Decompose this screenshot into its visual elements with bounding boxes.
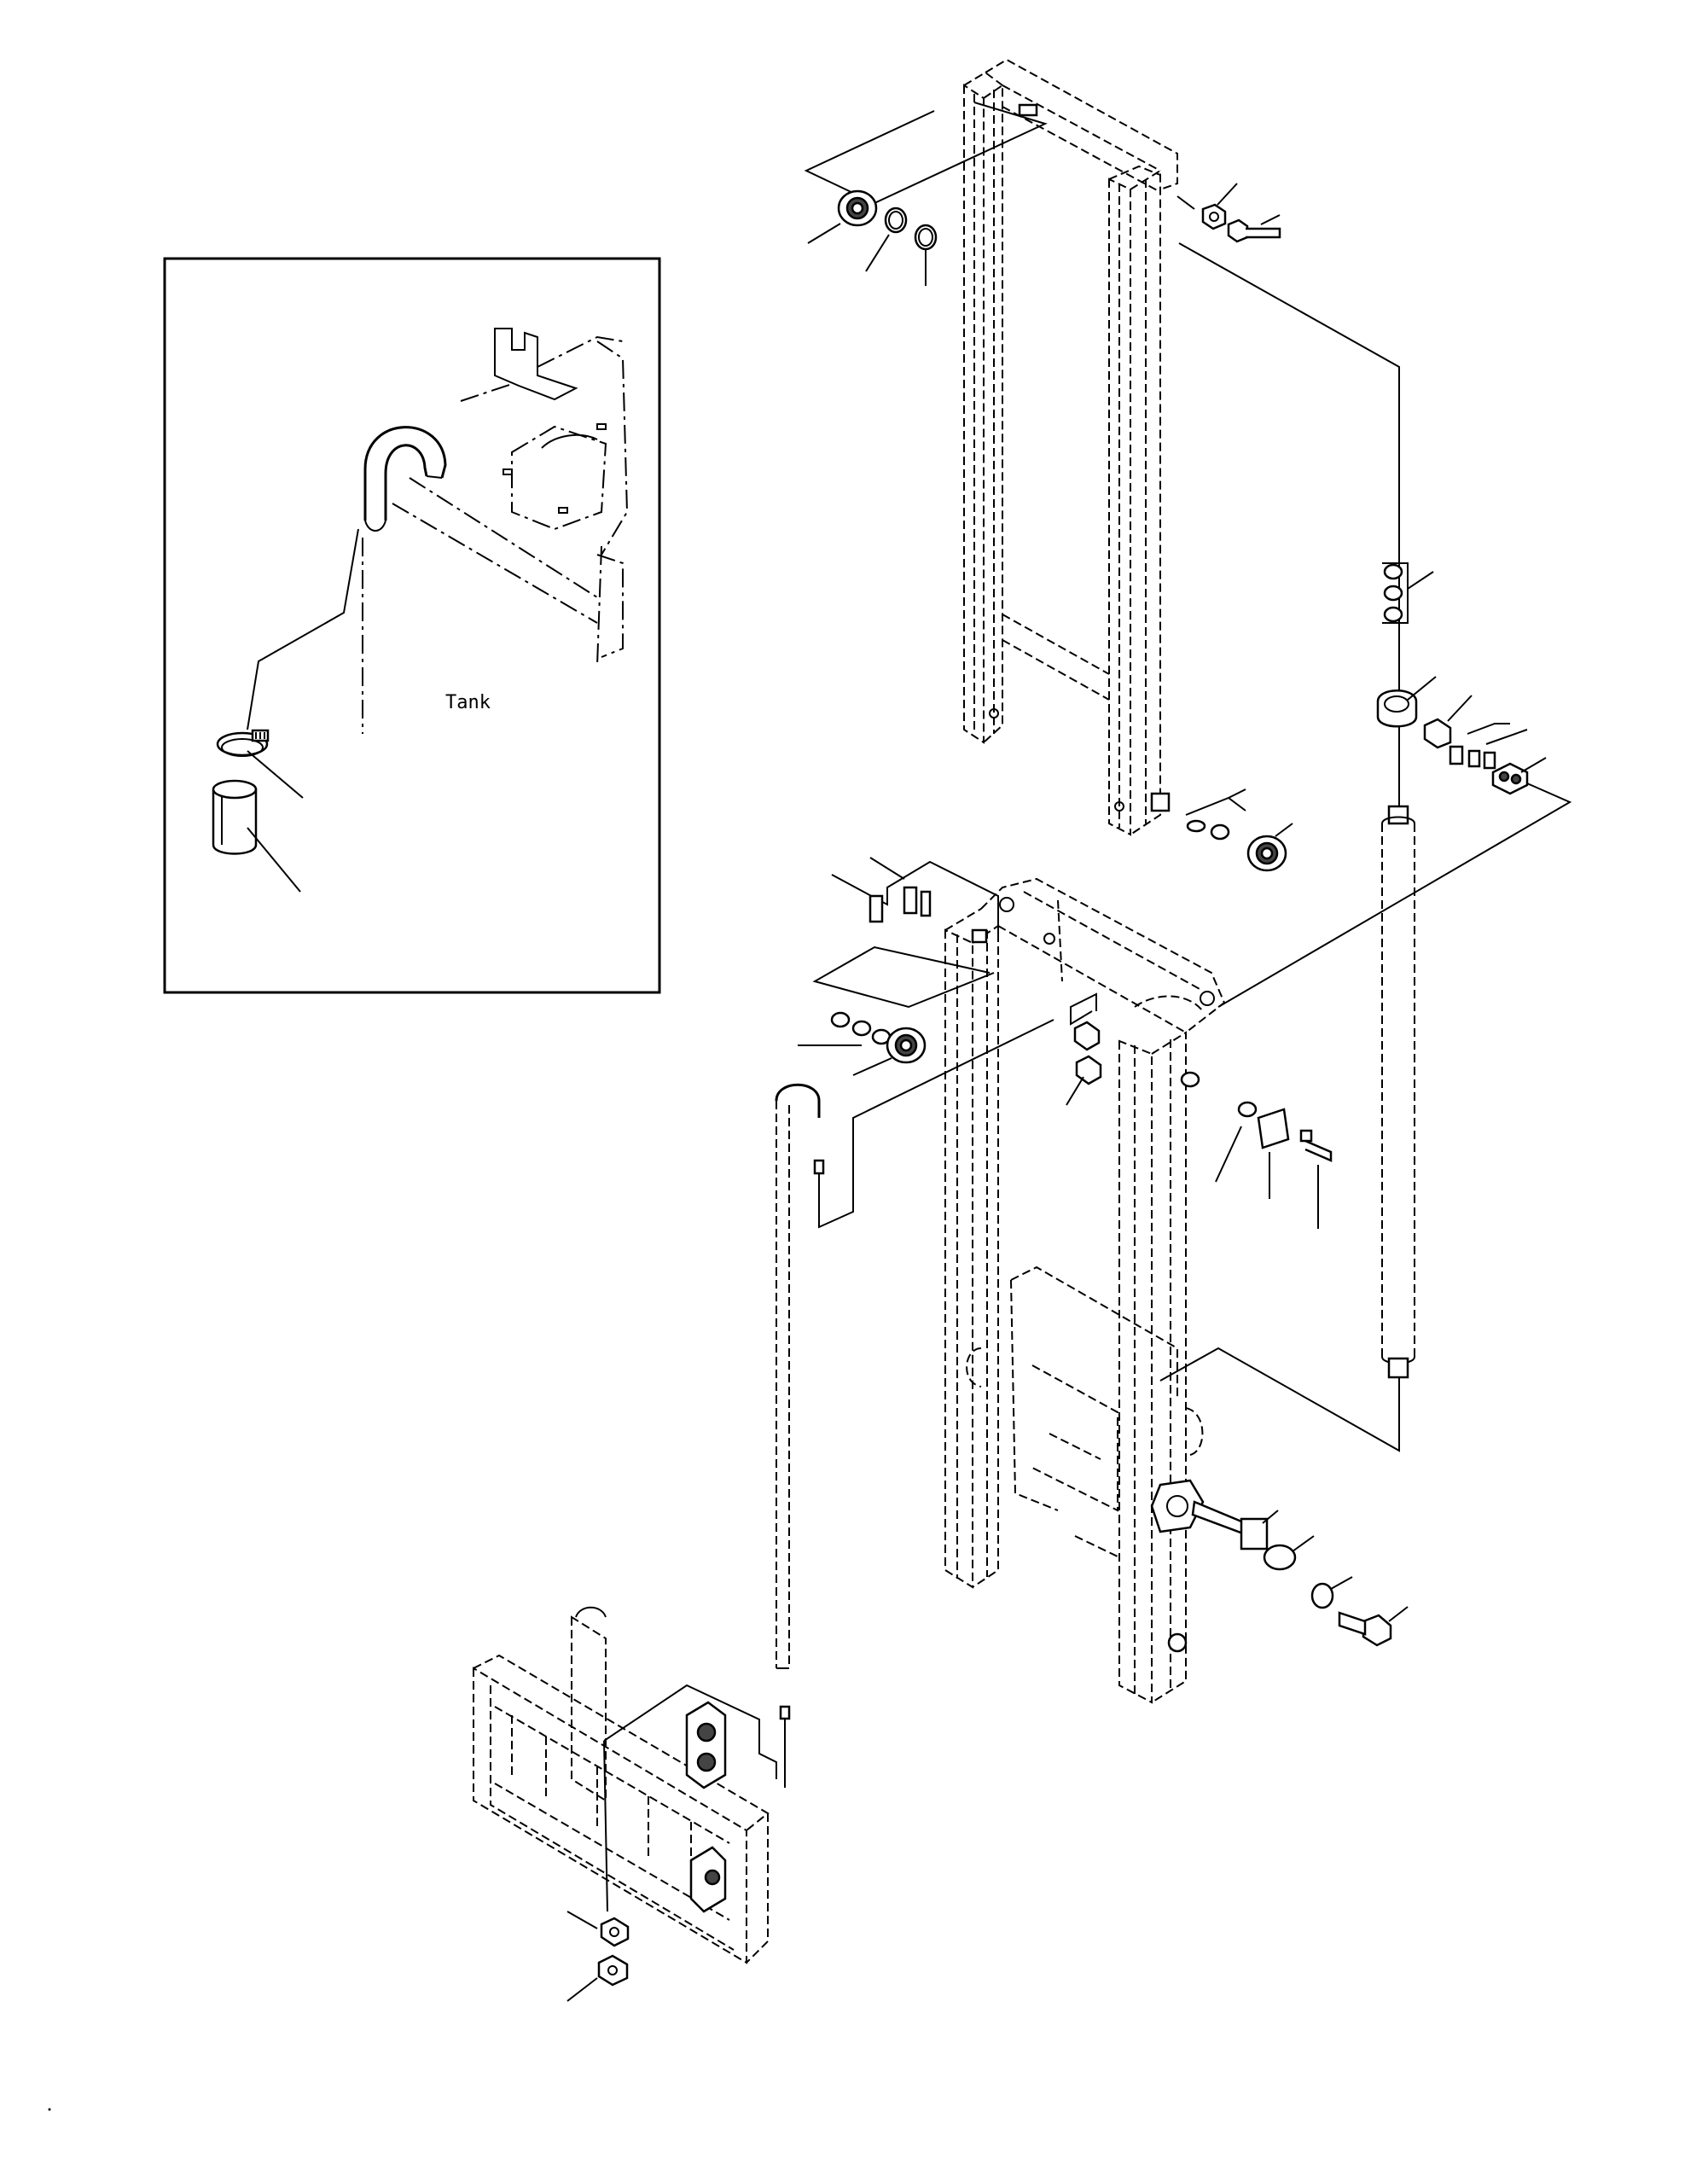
shim-group-lower-left [830,1011,892,1045]
plate-a [1423,718,1452,749]
bolt-upper-right [1227,218,1281,243]
shim-stack [1383,563,1403,623]
snap-ring-upper-a [884,207,908,234]
tilt-plate-right [1180,1071,1333,1162]
lift-cylinder [1381,805,1415,1379]
nut-lower-b [1075,1055,1102,1085]
tilt-pin-assembly [1191,1500,1392,1647]
roller-upper-left [837,189,878,227]
nut-bottom-b [597,1954,629,1987]
nut-upper-right [1201,203,1227,230]
chain-anchor-bolt [775,1083,825,1669]
cylinder-head-clamp [1376,689,1418,728]
outer-mast [944,877,1226,1704]
inset-border [163,257,661,994]
inset-bracket [494,328,578,401]
nut-lower-a [1073,1021,1101,1051]
page-mark [48,2108,51,2111]
plate-c [1491,762,1529,795]
snap-ring-upper-b [914,224,938,251]
roller-lower-upper-mast [1150,792,1287,872]
shim-bracket [869,886,932,923]
roller-lower-left [886,1027,927,1064]
inset-detail: Tank [163,257,661,994]
inset-frame-outline [460,335,629,666]
inset-hose [363,426,447,521]
inset-hose-clamp [216,729,270,757]
plate-b [1449,745,1496,770]
inset-tank-label: Tank [445,692,491,713]
inset-hose-sleeve [212,779,258,855]
nut-bottom-a [600,1917,630,1947]
carriage [473,1606,770,1964]
upper-inner-mast [963,58,1178,836]
